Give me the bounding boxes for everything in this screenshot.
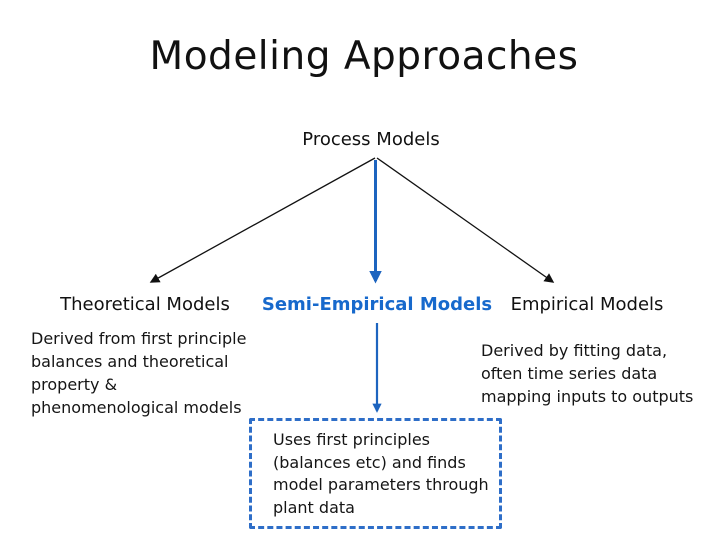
branch-label-semi-empirical: Semi-Empirical Models (261, 294, 493, 315)
arrow-process-to-theoretical (149, 157, 376, 283)
slide-title: Modeling Approaches (149, 34, 579, 79)
semi-empirical-dashed-box: Uses first principles (balances etc) and… (249, 418, 502, 529)
process-models-label: Process Models (302, 129, 440, 150)
branch-label-empirical: Empirical Models (510, 294, 664, 315)
theoretical-description: Derived from first principle balances an… (31, 329, 247, 417)
branch-label-theoretical: Theoretical Models (60, 294, 230, 315)
arrow-process-to-empirical (376, 157, 555, 283)
semi-empirical-description: Uses first principles (balances etc) and… (273, 430, 489, 517)
empirical-description: Derived by fitting data, often time seri… (481, 341, 694, 406)
